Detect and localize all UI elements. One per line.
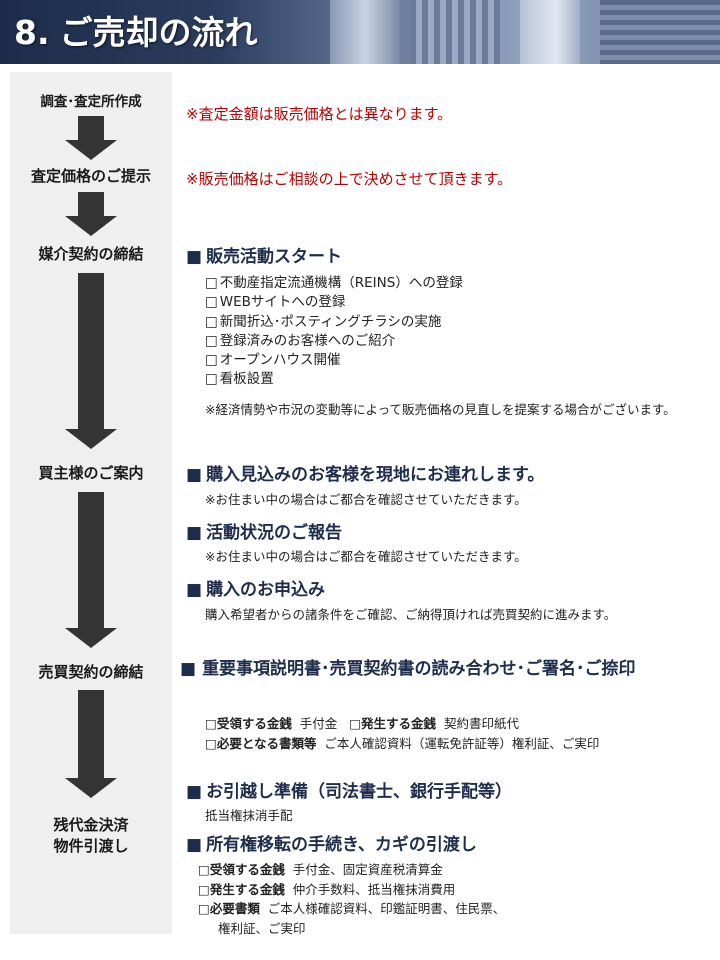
list-item: □オープンハウス開催 [205,351,463,370]
label-received-money: 受領する金銭 [209,862,285,877]
heading-ownership-transfer: ■所有権移転の手続き、カギの引渡し [186,830,477,855]
label-incurred-money: 発生する金銭 [209,881,285,897]
value-received-money: 手付金、固定資産税清算金 [292,862,443,877]
building-decoration [410,0,500,64]
section-number: 8. [14,13,50,52]
checkbox-icon: □ [205,371,218,388]
heading-text: 販売活動スタート [206,247,343,267]
list-item-text: WEBサイトへの登録 [219,294,346,311]
moving-note: 抵当権抹消手配 [205,808,293,823]
list-item-text: 登録済みのお客様へのご紹介 [219,332,396,349]
checkbox-icon: □ [205,294,218,311]
heading-text: 購入見込みのお客様を現地にお連れします。 [206,465,545,485]
step-buyer-guidance: 買主様のご案内 [38,464,144,482]
step-handover: 物件引渡し [53,837,129,855]
checkbox-icon: □ [205,313,218,330]
building-decoration [330,0,400,64]
heading-text: お引越し準備（司法書士、銀行手配等） [206,782,513,802]
note-appraisal: ※査定金額は販売価格とは異なります。 [186,105,453,123]
square-bullet-icon: ■ [186,523,203,543]
label-required-documents: 必要となる書類等 [216,736,317,751]
checkbox-icon: □ [205,716,217,731]
building-decoration [600,0,720,64]
checkbox-icon: □ [205,736,217,751]
value-incurred-money: 仲介手数料、抵当権抹消費用 [292,881,456,897]
value-required-documents-cont: 権利証、ご実印 [218,920,306,936]
square-bullet-icon: ■ [180,659,197,679]
checkbox-icon: □ [205,352,218,369]
square-bullet-icon: ■ [186,580,203,600]
list-item: □受領する金銭 手付金、固定資産税清算金 [198,860,505,880]
list-item-text: 看板設置 [219,371,274,388]
square-bullet-icon: ■ [186,247,203,267]
list-item-text: オープンハウス開催 [219,352,341,369]
checkbox-icon: □ [205,275,218,291]
list-item: □発生する金銭 仲介手数料、抵当権抹消費用 [198,880,505,900]
heading-text: 重要事項説明書･売買契約書の読み合わせ･ご署名･ご捺印 [202,659,636,679]
note-sale-price: ※販売価格はご相談の上で決めさせて頂きます。 [186,170,513,188]
label-required-documents: 必要書類 [209,901,260,916]
value-required-documents: ご本人確認資料（運転免許証等）権利証、ご実印 [324,736,600,751]
step-brokerage-contract: 媒介契約の締結 [38,245,144,263]
list-item: □看板設置 [205,370,463,389]
value-received-money: 手付金 [299,716,338,731]
square-bullet-icon: ■ [186,782,203,802]
value-incurred-money: 契約書印紙代 [444,716,520,731]
heading-text: 活動状況のご報告 [206,523,343,543]
viewing-note: ※お住まい中の場合はご都合を確認させていただきます。 [205,492,527,507]
heading-moving-preparation: ■お引越し準備（司法書士、銀行手配等） [186,777,512,802]
list-item: □必要書類 ご本人様確認資料、印鑑証明書、住民票、 [198,899,505,919]
square-bullet-icon: ■ [186,835,203,855]
checkbox-icon: □ [198,881,210,897]
transfer-list: □受領する金銭 手付金、固定資産税清算金 □発生する金銭 仲介手数料、抵当権抹消… [198,860,505,938]
checkbox-icon: □ [198,901,210,916]
page-title: 8.ご売却の流れ [14,6,258,54]
label-received-money: 受領する金銭 [216,716,292,731]
label-incurred-money: 発生する金銭 [361,716,437,731]
application-note: 購入希望者からの諸条件をご確認、ご納得頂ければ売買契約に進みます。 [205,607,617,622]
heading-viewing: ■購入見込みのお客様を現地にお連れします。 [186,460,544,485]
step-survey: 調査･査定所作成 [40,94,142,110]
step-settlement: 残代金決済 [53,816,129,834]
step-sales-contract: 売買契約の締結 [38,663,144,681]
heading-contract-signing: ■重要事項説明書･売買契約書の読み合わせ･ご署名･ご捺印 [180,656,700,682]
list-item: 権利証、ご実印 [198,919,505,939]
heading-text: 所有権移転の手続き、カギの引渡し [206,835,477,855]
checkbox-icon: □ [349,716,362,731]
title-text: ご売却の流れ [59,13,258,52]
sales-activity-list: □不動産指定流通機構（REINS）への登録 □WEBサイトへの登録 □新聞折込･… [205,274,463,390]
list-item-text: 新聞折込･ポスティングチラシの実施 [219,313,442,330]
contract-money-row: □受領する金銭 手付金 □発生する金銭 契約書印紙代 [205,713,519,732]
sales-footnote: ※経済情勢や市況の変動等によって販売価格の見直しを提案する場合がございます。 [205,402,676,417]
heading-text: 購入のお申込み [206,580,326,600]
header-banner: 8.ご売却の流れ [0,0,720,64]
list-item: □WEBサイトへの登録 [205,293,463,312]
heading-activity-report: ■活動状況のご報告 [186,518,342,543]
list-item: □新聞折込･ポスティングチラシの実施 [205,313,463,332]
list-item: □登録済みのお客様へのご紹介 [205,332,463,351]
report-note: ※お住まい中の場合はご都合を確認させていただきます。 [205,549,527,564]
checkbox-icon: □ [198,862,210,877]
heading-purchase-application: ■購入のお申込み [186,575,325,600]
value-required-documents: ご本人様確認資料、印鑑証明書、住民票、 [267,901,506,916]
list-item-text: 不動産指定流通機構（REINS）への登録 [219,275,463,291]
list-item: □不動産指定流通機構（REINS）への登録 [205,274,463,293]
contract-documents-row: □必要となる書類等 ご本人確認資料（運転免許証等）権利証、ご実印 [205,733,599,752]
heading-sales-start: ■販売活動スタート [186,242,342,267]
step-price-presentation: 査定価格のご提示 [30,167,151,185]
checkbox-icon: □ [205,332,218,349]
building-decoration [520,0,580,64]
square-bullet-icon: ■ [186,465,203,485]
